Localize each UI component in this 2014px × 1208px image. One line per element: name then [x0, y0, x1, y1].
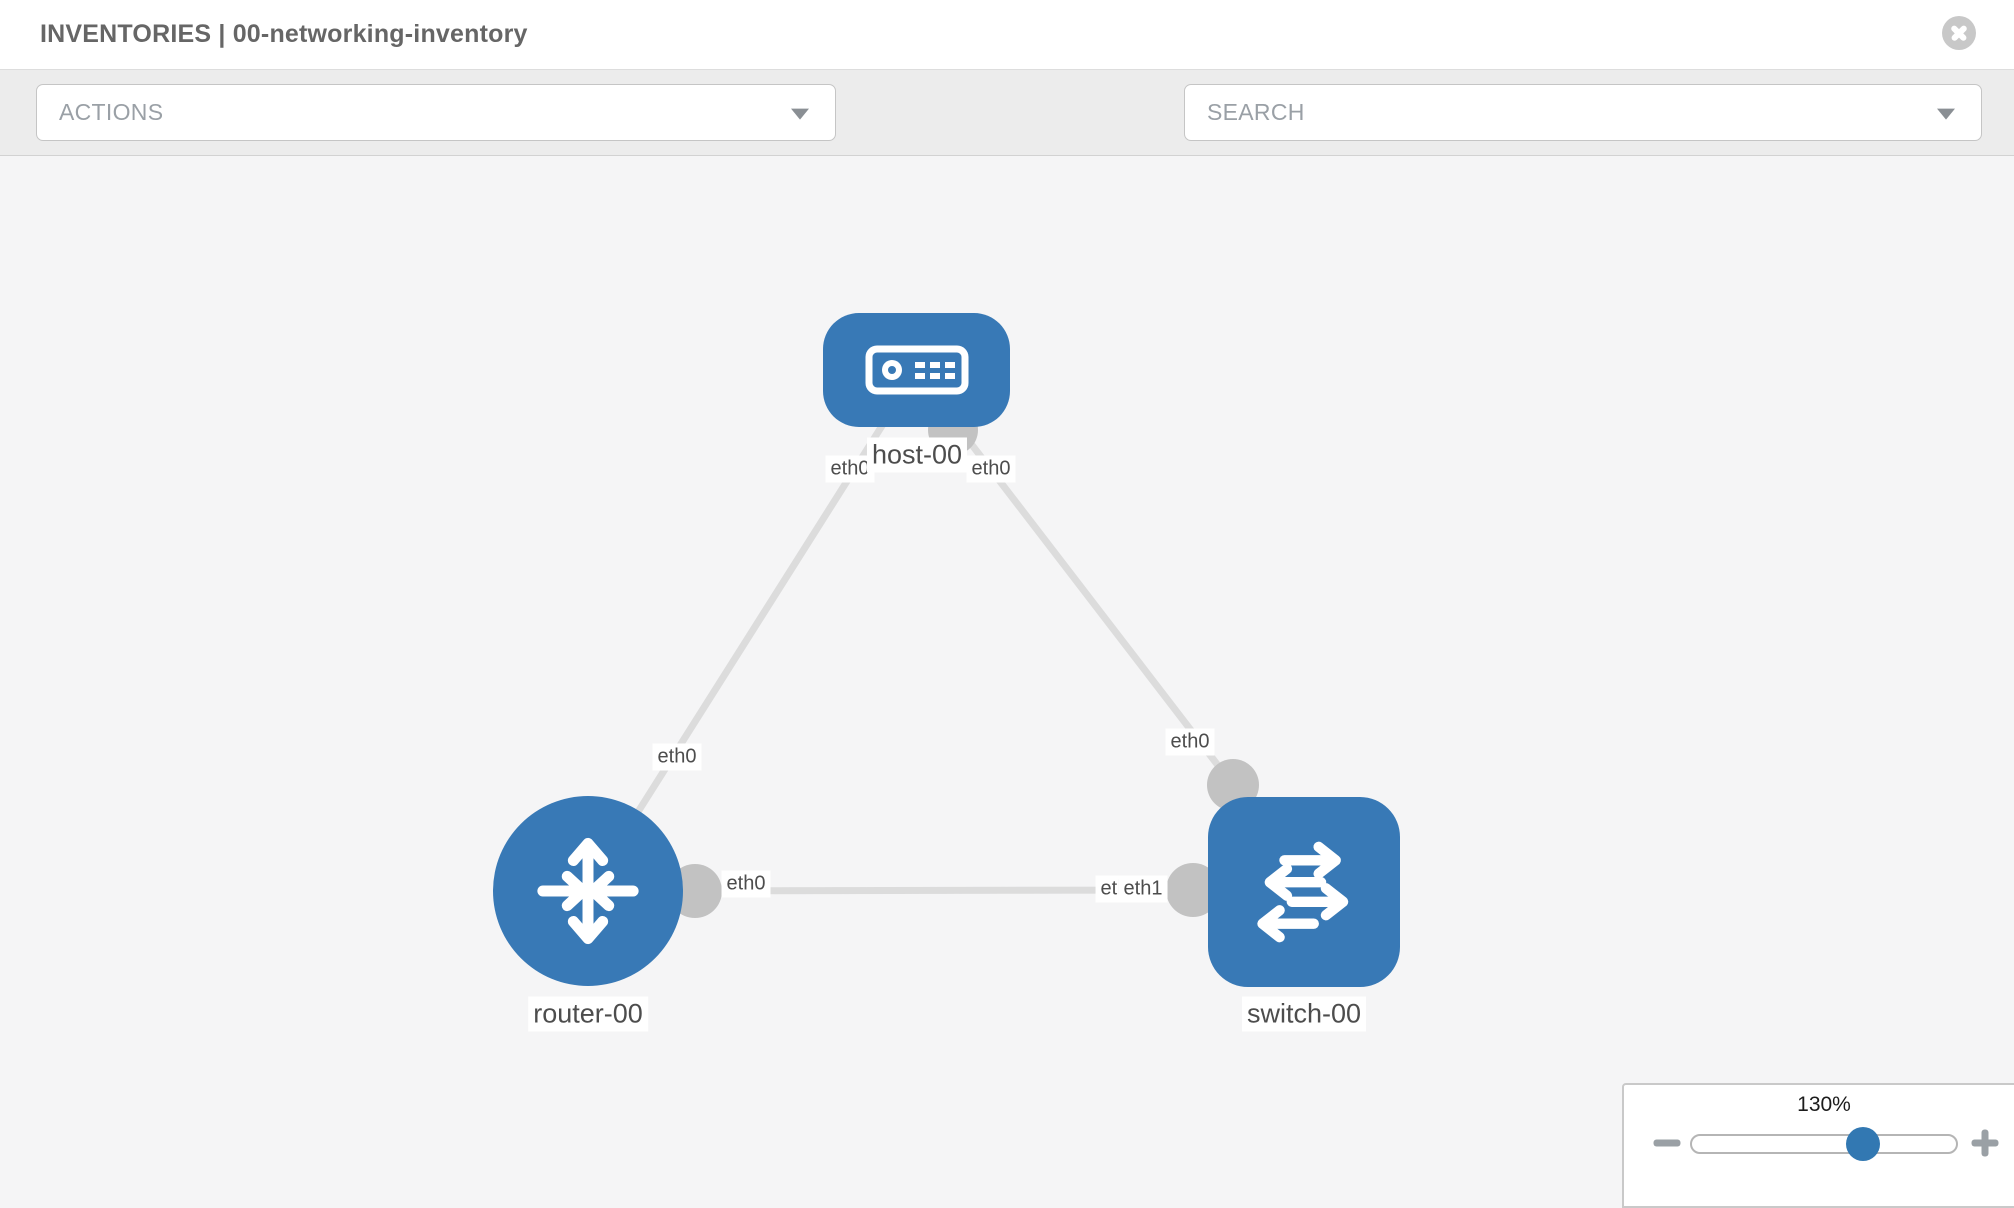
- minus-icon: [1653, 1139, 1681, 1147]
- zoom-panel: 130%: [1622, 1083, 2014, 1208]
- close-button[interactable]: [1942, 16, 1976, 50]
- zoom-slider-track[interactable]: [1690, 1134, 1958, 1154]
- zoom-level-label: 130%: [1797, 1093, 1851, 1116]
- chevron-down-icon: [1937, 108, 1955, 120]
- page-title: INVENTORIES | 00-networking-inventory: [40, 20, 528, 48]
- switch-icon: [1257, 841, 1349, 943]
- zoom-in-button[interactable]: [1967, 1125, 2003, 1161]
- actions-dropdown-label: ACTIONS: [59, 99, 164, 125]
- window-header: INVENTORIES | 00-networking-inventory: [0, 0, 2014, 70]
- topology-canvas[interactable]: eth0 eth0 eth0 eth0 eth0 eth0 eth1 host-…: [0, 156, 2014, 1200]
- interface-connector[interactable]: [1166, 863, 1220, 917]
- actions-dropdown[interactable]: ACTIONS: [36, 84, 836, 141]
- toolbar: ACTIONS SEARCH: [0, 70, 2014, 204]
- node-switch-00[interactable]: [1208, 797, 1400, 987]
- node-label-host-00: host-00: [866, 437, 968, 473]
- interface-label: eth0: [1165, 728, 1215, 756]
- interface-label: eth0: [825, 455, 875, 483]
- host-icon: [865, 345, 968, 395]
- zoom-out-button[interactable]: [1649, 1125, 1685, 1161]
- node-label-router-00: router-00: [528, 996, 648, 1032]
- router-icon: [537, 837, 639, 945]
- interface-label: eth0: [721, 870, 771, 898]
- node-router-00[interactable]: [493, 796, 683, 986]
- interface-label: eth1: [1118, 875, 1168, 903]
- zoom-slider-thumb[interactable]: [1846, 1127, 1880, 1161]
- interface-label: eth0: [966, 455, 1016, 483]
- search-dropdown[interactable]: SEARCH: [1184, 84, 1982, 141]
- interface-label: eth0: [652, 743, 702, 771]
- links-layer: [585, 369, 1259, 918]
- chevron-down-icon: [791, 108, 809, 120]
- node-label-switch-00: switch-00: [1241, 996, 1367, 1032]
- search-placeholder: SEARCH: [1207, 99, 1305, 125]
- node-host-00[interactable]: [823, 313, 1010, 427]
